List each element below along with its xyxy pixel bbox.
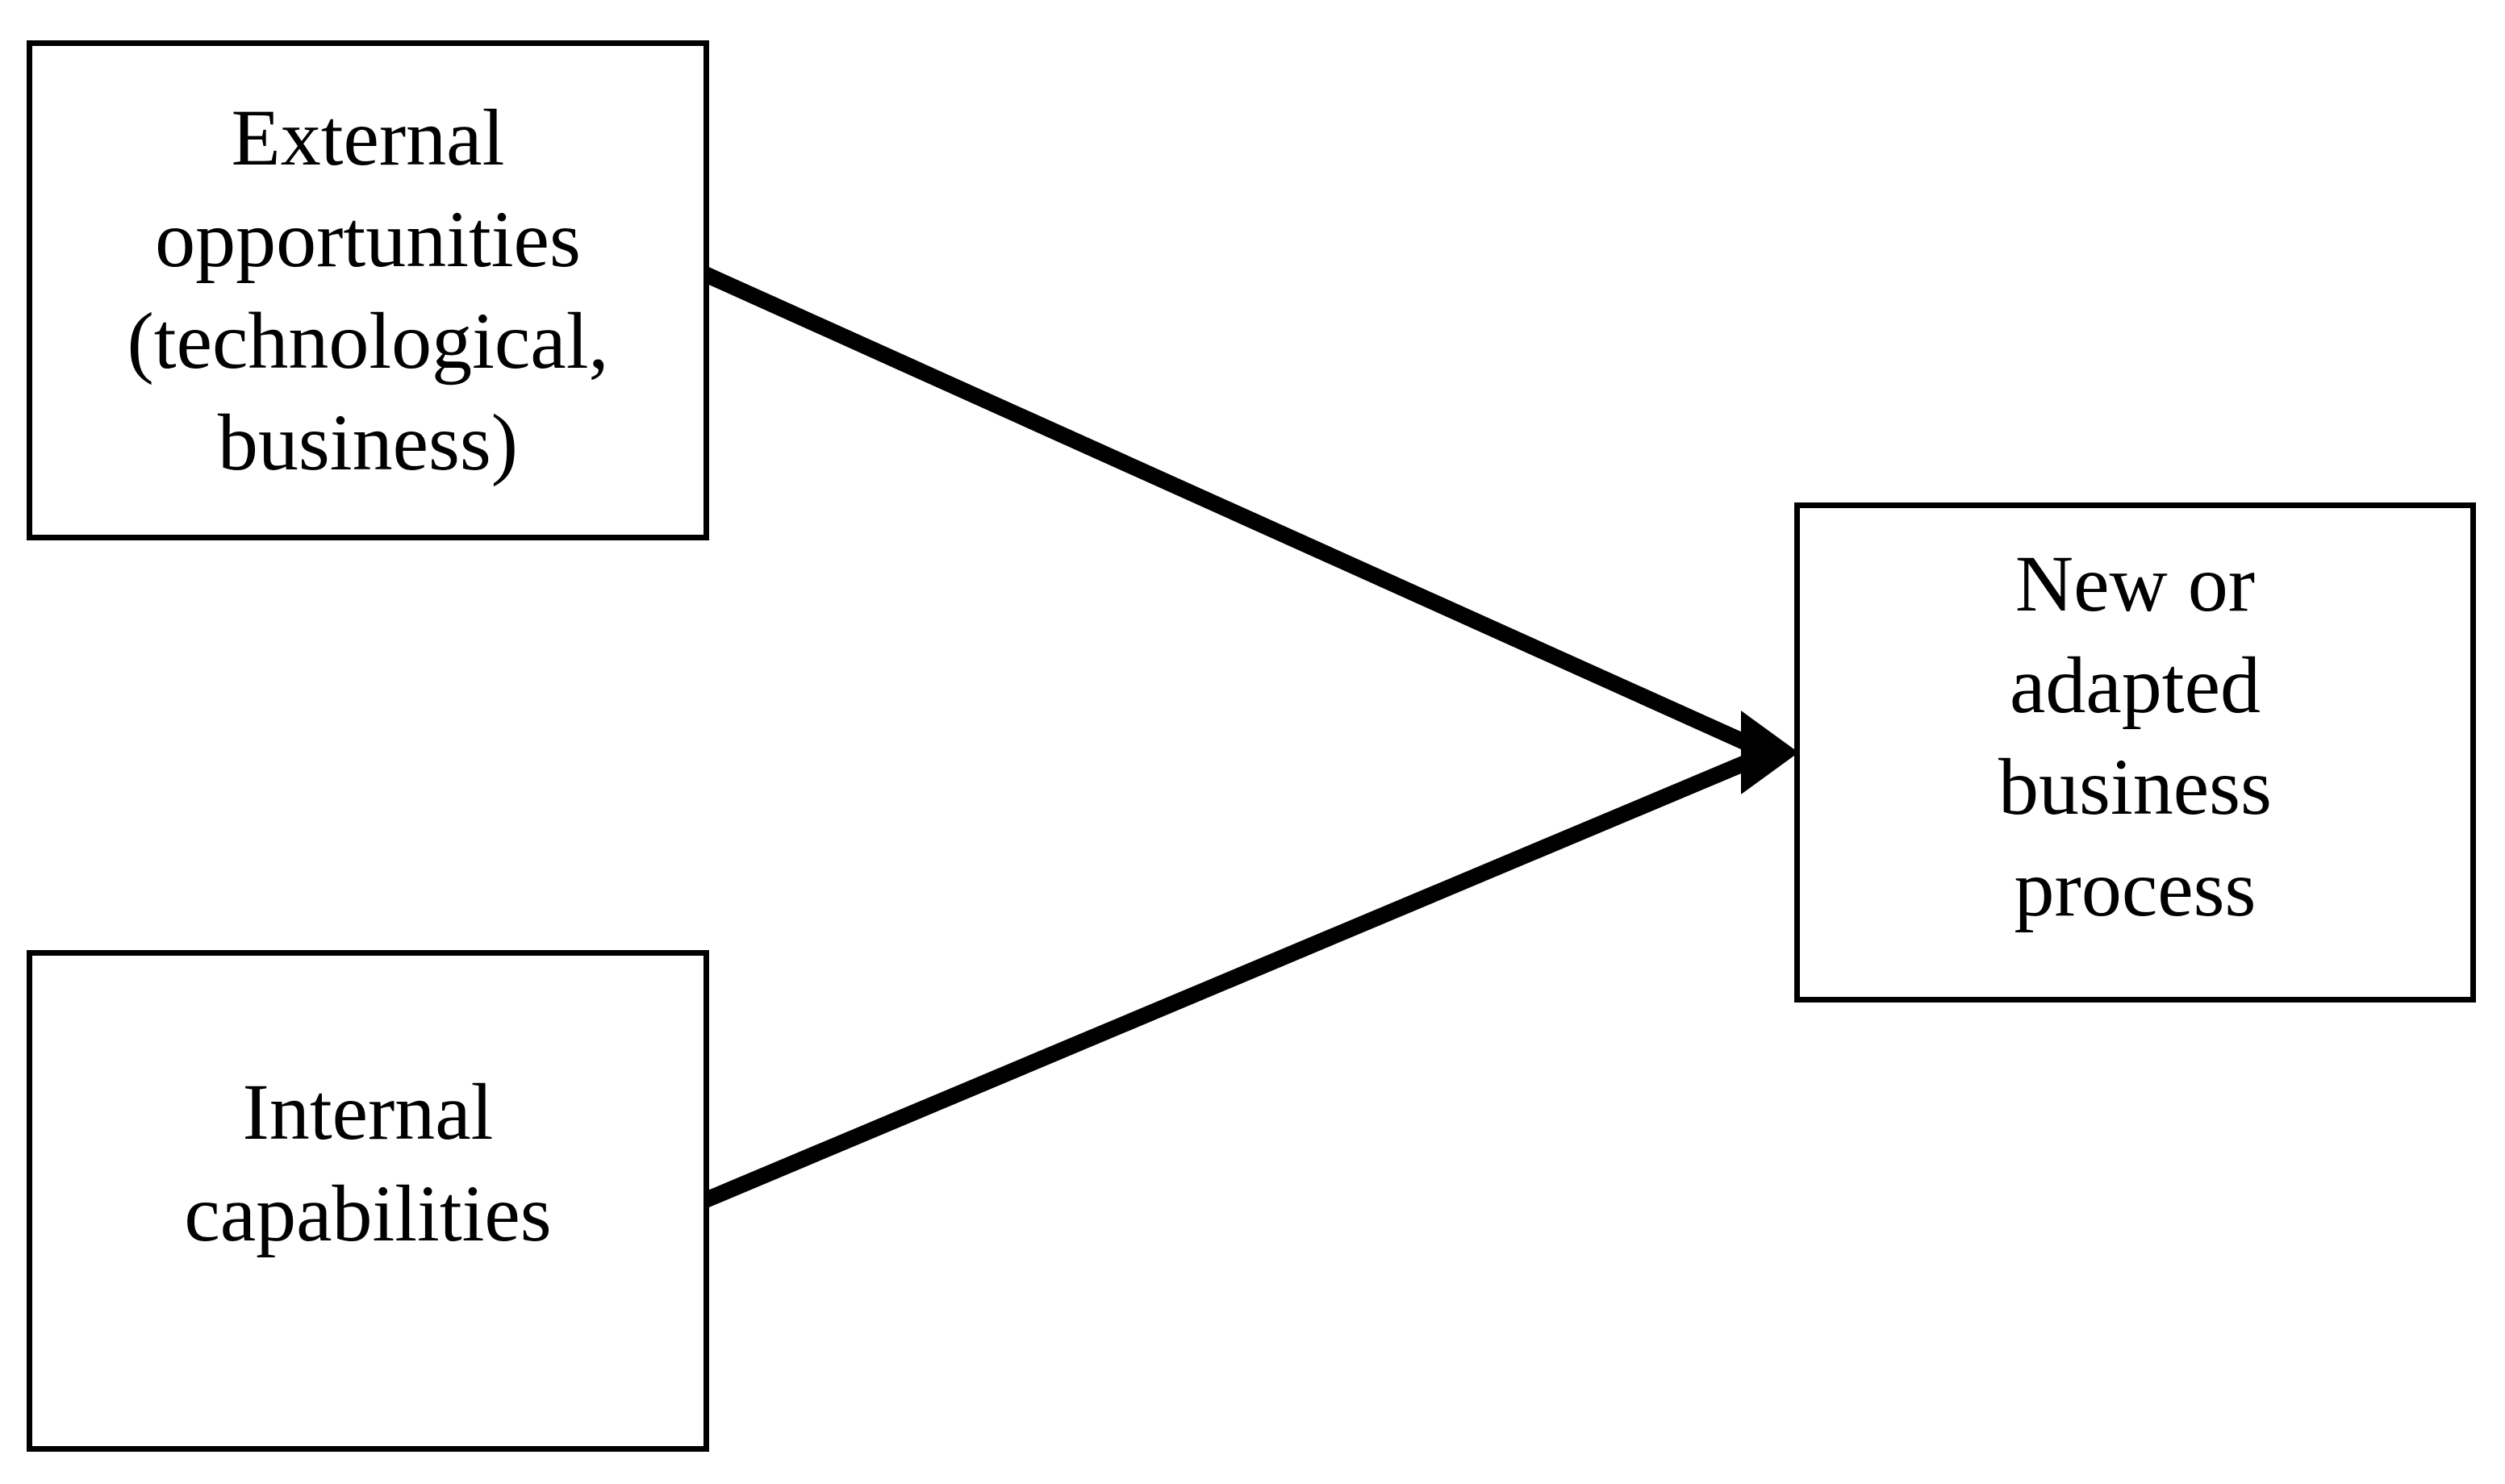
arrow-internal-to-outcome bbox=[700, 749, 1762, 1209]
box-internal-label: Internal capabilities bbox=[184, 1061, 551, 1265]
text-line: business bbox=[1998, 742, 2272, 832]
text-line: New or bbox=[2014, 539, 2256, 628]
text-line: External bbox=[231, 93, 505, 182]
text-line: capabilities bbox=[184, 1168, 552, 1258]
text-line: opportunities bbox=[155, 194, 581, 284]
text-line: business) bbox=[217, 398, 519, 487]
box-external-opportunities: External opportunities (technological, b… bbox=[27, 40, 709, 540]
box-internal-capabilities: Internal capabilities bbox=[27, 950, 709, 1452]
box-outcome-label: New or adapted business process bbox=[1998, 533, 2272, 940]
arrow-external-to-outcome bbox=[699, 265, 1763, 757]
text-line: process bbox=[2014, 844, 2257, 933]
text-line: Internal bbox=[242, 1066, 494, 1157]
arrowhead-icon bbox=[1741, 711, 1799, 794]
text-line: (technological, bbox=[127, 296, 609, 386]
box-new-adapted-business-process: New or adapted business process bbox=[1794, 502, 2476, 1003]
box-external-label: External opportunities (technological, b… bbox=[127, 87, 609, 494]
text-line: adapted bbox=[2010, 640, 2261, 730]
